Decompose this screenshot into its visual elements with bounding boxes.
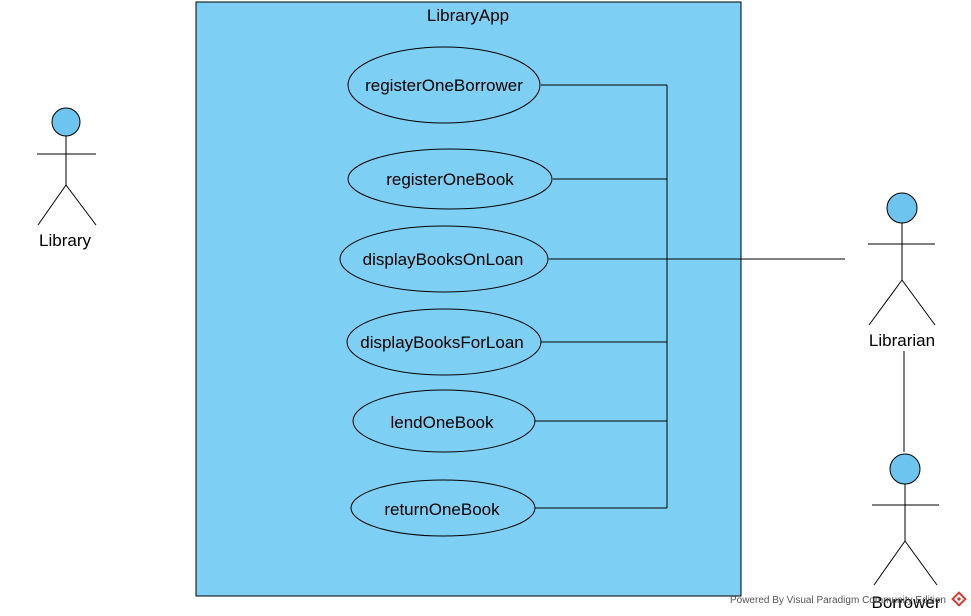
actor-librarian[interactable]: Librarian — [868, 192, 936, 350]
use-case-ellipse[interactable] — [347, 148, 553, 210]
association-lines — [535, 84, 905, 509]
use-case-label: registerOneBook — [386, 170, 514, 189]
actor-borrower[interactable]: Borrower — [872, 453, 941, 612]
actor-label: Borrower — [872, 593, 941, 612]
actor-label: Librarian — [869, 331, 935, 350]
actor-leg — [901, 279, 936, 326]
use-case-ellipse[interactable] — [350, 479, 536, 537]
use-case-label: registerOneBorrower — [365, 76, 523, 95]
actor-label: Library — [39, 231, 91, 250]
visual-paradigm-logo-icon — [951, 591, 967, 607]
actor-head — [886, 192, 918, 224]
use-case-displayBooksForLoan[interactable]: displayBooksForLoan — [346, 308, 542, 376]
actor-leg — [873, 540, 906, 586]
use-case-label: displayBooksOnLoan — [363, 250, 524, 269]
actor-leg — [65, 184, 97, 226]
use-case-ellipse[interactable] — [347, 46, 541, 124]
use-case-label: returnOneBook — [384, 500, 500, 519]
use-case-lendOneBook[interactable]: lendOneBook — [352, 389, 536, 453]
use-case-label: displayBooksForLoan — [360, 333, 523, 352]
use-case-ellipse[interactable] — [339, 225, 549, 293]
use-case-ellipse[interactable] — [352, 389, 536, 453]
system-name: LibraryApp — [427, 6, 509, 25]
actor-leg — [868, 279, 903, 326]
footer-watermark: Powered By Visual Paradigm Community Edi… — [730, 591, 967, 607]
actor-library[interactable]: Library — [37, 107, 97, 250]
actor-head — [889, 453, 921, 485]
use-case-registerOneBook[interactable]: registerOneBook — [347, 148, 553, 210]
use-case-registerOneBorrower[interactable]: registerOneBorrower — [347, 46, 541, 124]
use-case-displayBooksOnLoan[interactable]: displayBooksOnLoan — [339, 225, 549, 293]
use-case-label: lendOneBook — [390, 413, 494, 432]
actor-head — [51, 107, 81, 137]
actor-leg — [904, 540, 938, 586]
use-case-ellipse[interactable] — [346, 308, 542, 376]
actor-leg — [37, 184, 67, 226]
footer-text: Powered By Visual Paradigm Community Edi… — [730, 595, 946, 606]
use-case-returnOneBook[interactable]: returnOneBook — [350, 479, 536, 537]
